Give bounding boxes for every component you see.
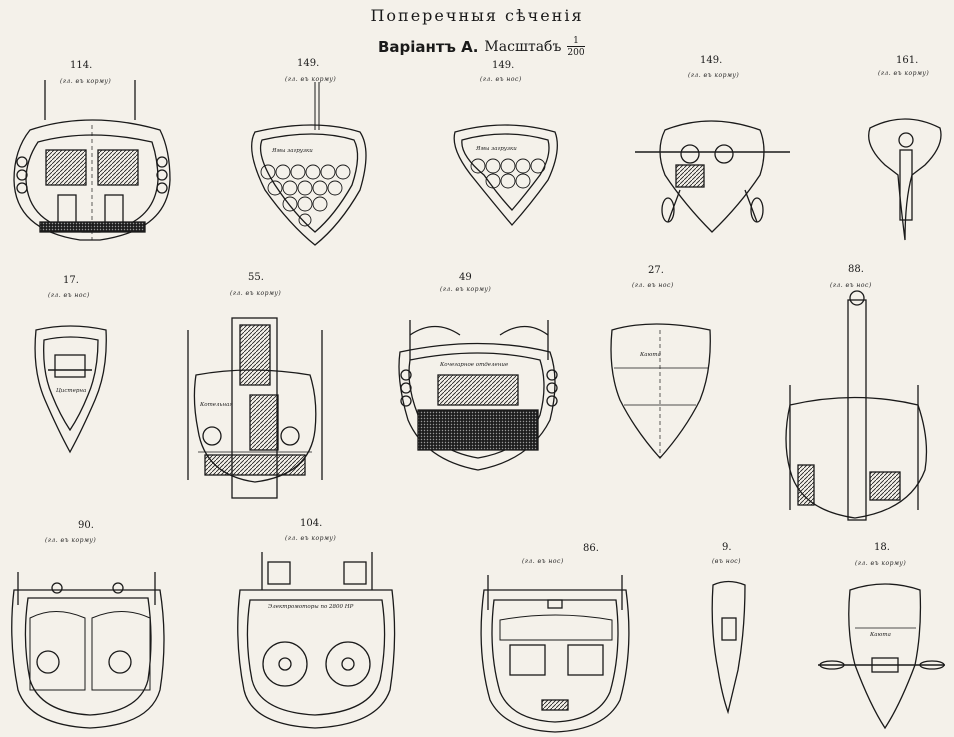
section-149c-number: 149. <box>700 55 723 66</box>
section-17-caption: (гл. въ нос) <box>48 292 90 299</box>
section-86 <box>480 575 630 733</box>
section-104-label: Электромоторы по 2800 НР <box>268 604 354 610</box>
section-149-aft-shafts <box>635 120 790 233</box>
section-149-fwd <box>453 124 558 226</box>
section-55-caption: (гл. въ корму) <box>230 290 282 297</box>
section-9 <box>711 580 746 715</box>
variant-label: Варіантъ А. <box>378 38 479 56</box>
sheet-subtitle: Варіантъ А. Масштабъ 1 200 <box>378 36 585 58</box>
section-27-label: Каюта <box>640 352 661 358</box>
section-49 <box>398 320 558 471</box>
section-17-label: Цистерна <box>56 388 87 394</box>
section-55-label: Котельная <box>200 402 234 408</box>
section-114-number: 114. <box>70 60 93 71</box>
section-49-label: Кочегарное отделение <box>440 362 509 368</box>
section-161-number: 161. <box>896 55 919 66</box>
section-9-number: 9. <box>722 542 732 553</box>
section-88 <box>785 290 928 521</box>
section-149a-caption: (гл. въ корму) <box>285 76 337 83</box>
section-149c-caption: (гл. въ корму) <box>688 72 740 79</box>
section-149b-caption: (гл. въ нос) <box>480 76 522 83</box>
scale-numerator: 1 <box>573 36 579 46</box>
section-17-number: 17. <box>63 275 79 286</box>
section-114-caption: (гл. въ корму) <box>60 78 112 85</box>
section-90-number: 90. <box>78 520 94 531</box>
section-86-number: 86. <box>583 543 599 554</box>
section-17 <box>34 325 107 454</box>
section-149b-number: 149. <box>492 60 515 71</box>
section-88-caption: (гл. въ нос) <box>830 282 872 289</box>
section-49-number: 49 <box>459 272 472 283</box>
sheet-title: Поперечныя сѣченія <box>370 6 584 25</box>
section-161-caption: (гл. въ корму) <box>878 70 930 77</box>
section-55 <box>187 317 323 499</box>
section-86-caption: (гл. въ нос) <box>522 558 564 565</box>
section-149a-number: 149. <box>297 58 320 69</box>
scale-label: Масштабъ <box>484 39 562 55</box>
section-88-number: 88. <box>848 264 864 275</box>
section-27 <box>610 323 711 459</box>
section-161 <box>868 118 942 241</box>
section-27-caption: (гл. въ нос) <box>632 282 674 289</box>
scale-fraction: 1 200 <box>567 36 585 58</box>
section-18-number: 18. <box>874 542 890 553</box>
section-149-aft <box>251 82 367 246</box>
section-49-caption: (гл. въ корму) <box>440 286 492 293</box>
section-18-label: Каюта <box>870 632 891 638</box>
scale-denominator: 200 <box>567 46 585 58</box>
section-18 <box>818 583 945 730</box>
section-55-number: 55. <box>248 272 264 283</box>
section-149a-label: Ямы загрузки <box>272 148 313 154</box>
section-104-caption: (гл. въ корму) <box>285 535 337 542</box>
section-114 <box>13 80 171 241</box>
section-149b-label: Ямы загрузки <box>476 146 517 152</box>
section-104-number: 104. <box>300 518 323 529</box>
section-9-caption: (въ нос) <box>712 558 742 565</box>
section-18-caption: (гл. въ корму) <box>855 560 907 567</box>
section-27-number: 27. <box>648 265 664 276</box>
section-90-caption: (гл. въ корму) <box>45 537 97 544</box>
section-104 <box>237 552 396 729</box>
section-90 <box>11 572 165 729</box>
